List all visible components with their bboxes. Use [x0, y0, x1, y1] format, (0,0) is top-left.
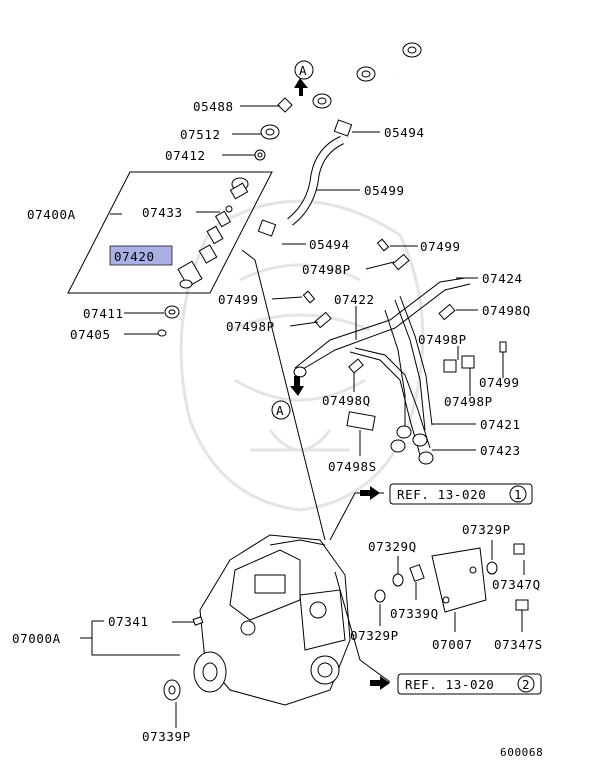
callout-07498Q-b[interactable]: 07498Q	[322, 393, 371, 408]
callout-07329Q[interactable]: 07329Q	[368, 539, 417, 554]
callout-07424[interactable]: 07424	[482, 271, 523, 286]
callout-07499-a[interactable]: 07499	[420, 239, 461, 254]
marker-a-mid: A	[271, 400, 291, 420]
callout-07498P-b[interactable]: 07498P	[226, 319, 275, 334]
callout-07498P-c[interactable]: 07498P	[418, 332, 467, 347]
callout-07347Q[interactable]: 07347Q	[492, 577, 541, 592]
callout-07329P-b[interactable]: 07329P	[350, 628, 399, 643]
arrow-up-icon	[294, 78, 308, 96]
callout-07498Q[interactable]: 07498Q	[482, 303, 531, 318]
fuel-injection-pump	[163, 534, 351, 706]
arrow-right-icon-2	[370, 676, 390, 690]
callout-07499-b[interactable]: 07499	[218, 292, 259, 307]
injection-pipe-top	[260, 42, 422, 140]
callout-07498P-d[interactable]: 07498P	[444, 394, 493, 409]
callout-05488[interactable]: 05488	[193, 99, 234, 114]
ref-box-2-text: REF. 13-020	[405, 677, 494, 692]
arrow-right-icon	[360, 486, 380, 500]
callout-07512[interactable]: 07512	[180, 127, 221, 142]
callout-07339P[interactable]: 07339P	[142, 729, 191, 744]
marker-a-top: A	[294, 60, 314, 80]
callout-07421[interactable]: 07421	[480, 417, 521, 432]
callout-07420[interactable]: 07420	[114, 249, 155, 264]
small-parts	[157, 97, 507, 431]
callout-07423[interactable]: 07423	[480, 443, 521, 458]
callout-05494-a[interactable]: 05494	[384, 125, 425, 140]
arrows	[290, 78, 390, 690]
callout-07405[interactable]: 07405	[70, 327, 111, 342]
callout-07412[interactable]: 07412	[165, 148, 206, 163]
injection-pipes-lower	[293, 277, 471, 465]
callout-05494-b[interactable]: 05494	[309, 237, 350, 252]
marker-a-mid-label: A	[276, 403, 284, 418]
callout-07341[interactable]: 07341	[108, 614, 149, 629]
callout-07422[interactable]: 07422	[334, 292, 375, 307]
pump-cover	[374, 543, 529, 613]
callout-07498S[interactable]: 07498S	[328, 459, 377, 474]
ref-box-1-text: REF. 13-020	[397, 487, 486, 502]
figure-id: 600068	[500, 746, 543, 759]
arrow-down-icon	[290, 376, 304, 396]
ref-box-1[interactable]: REF. 13-020 1	[389, 483, 533, 505]
callout-07400A[interactable]: 07400A	[27, 207, 76, 222]
injector-assembly-box	[67, 171, 273, 294]
callout-07007[interactable]: 07007	[432, 637, 473, 652]
ref-box-2-number: 2	[522, 677, 530, 692]
callout-07498P-a[interactable]: 07498P	[302, 262, 351, 277]
ref-box-1-number: 1	[514, 487, 522, 502]
callout-labels: 05488 07512 07412 05494 05499 07400A 074…	[12, 99, 543, 759]
callout-07000A[interactable]: 07000A	[12, 631, 61, 646]
callout-05499[interactable]: 05499	[364, 183, 405, 198]
return-hose	[257, 119, 353, 237]
callout-07499-c[interactable]: 07499	[479, 375, 520, 390]
ref-box-2[interactable]: REF. 13-020 2	[397, 673, 542, 695]
watermark-emblem	[179, 199, 425, 512]
callout-07347S[interactable]: 07347S	[494, 637, 543, 652]
highlight-07420	[109, 245, 173, 266]
callout-07433[interactable]: 07433	[142, 205, 183, 220]
callout-07329P[interactable]: 07329P	[462, 522, 511, 537]
marker-a-top-label: A	[299, 63, 307, 78]
callout-07339Q[interactable]: 07339Q	[390, 606, 439, 621]
callout-07411[interactable]: 07411	[83, 306, 124, 321]
